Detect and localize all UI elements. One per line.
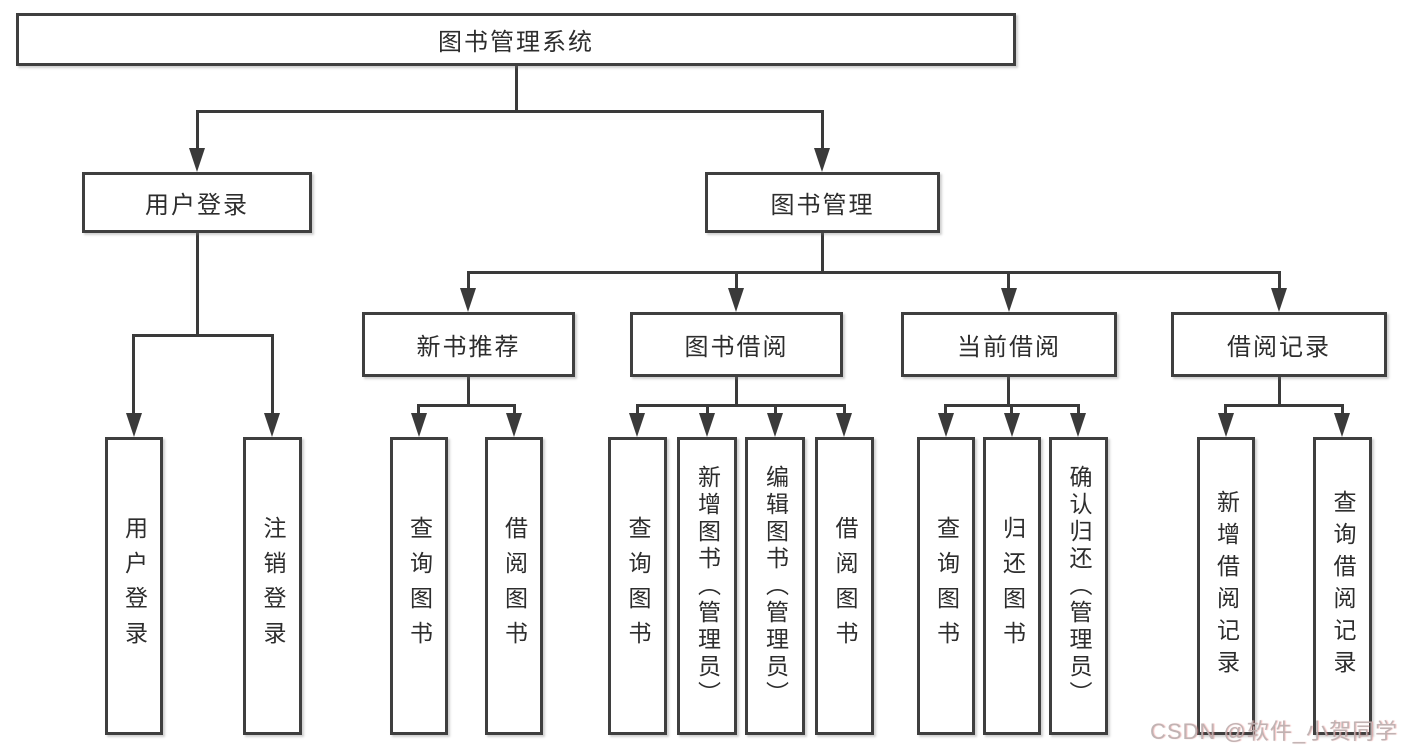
leaf-label: 查询借阅记录 — [1330, 490, 1356, 682]
leaf-query-borrow-record: 查询借阅记录 — [1313, 437, 1372, 735]
connector-line — [1341, 404, 1344, 415]
arrow-down-icon — [1334, 413, 1350, 437]
leaf-label: 用户登录 — [121, 516, 148, 656]
leaf-edit-book-admin: 编辑图书（管理员） — [745, 437, 805, 735]
connector-line — [636, 404, 846, 407]
leaf-label: 注销登录 — [260, 516, 286, 656]
connector-line — [821, 110, 824, 152]
leaf-label: 查询图书 — [406, 516, 433, 656]
leaf-label: 借阅图书 — [501, 516, 528, 656]
connector-line — [821, 233, 824, 274]
leaf-confirm-return-admin: 确认归还（管理员） — [1049, 437, 1108, 735]
connector-line — [196, 110, 824, 113]
arrow-down-icon — [1004, 413, 1020, 437]
connector-line — [735, 271, 738, 293]
leaf-logout: 注销登录 — [243, 437, 302, 735]
connector-line — [1010, 404, 1013, 415]
connector-line — [515, 66, 518, 112]
arrow-down-icon — [1271, 288, 1287, 312]
leaf-return-book: 归还图书 — [983, 437, 1041, 735]
connector-line — [843, 404, 846, 415]
leaf-label: 查询图书 — [625, 516, 651, 656]
leaf-label: 编辑图书（管理员） — [762, 464, 789, 708]
node-current-borrow: 当前借阅 — [901, 312, 1117, 377]
connector-line — [1278, 271, 1281, 293]
arrow-down-icon — [814, 148, 830, 172]
arrow-down-icon — [767, 413, 783, 437]
connector-line — [467, 377, 470, 407]
connector-line — [196, 233, 199, 336]
leaf-add-borrow-record: 新增借阅记录 — [1197, 437, 1255, 735]
leaf-add-book-admin: 新增图书（管理员） — [677, 437, 737, 735]
leaf-label: 确认归还（管理员） — [1066, 464, 1092, 708]
arrow-down-icon — [506, 413, 522, 437]
arrow-down-icon — [411, 413, 427, 437]
connector-line — [1007, 377, 1010, 407]
node-book-borrow: 图书借阅 — [630, 312, 843, 377]
node-book-management: 图书管理 — [705, 172, 940, 233]
csdn-watermark: CSDN @软件_小贺同学 — [1149, 719, 1398, 744]
arrow-down-icon — [938, 413, 954, 437]
arrow-down-icon — [460, 288, 476, 312]
connector-line — [513, 404, 516, 415]
connector-line — [735, 377, 738, 407]
node-root: 图书管理系统 — [16, 13, 1016, 66]
leaf-label: 新增借阅记录 — [1213, 490, 1240, 682]
leaf-label: 查询图书 — [933, 516, 960, 656]
connector-line — [132, 334, 135, 415]
connector-line — [706, 404, 709, 415]
connector-line — [467, 271, 470, 293]
arrow-down-icon — [728, 288, 744, 312]
leaf-label: 借阅图书 — [832, 516, 858, 656]
connector-line — [944, 404, 947, 415]
connector-line — [132, 334, 274, 337]
connector-line — [417, 404, 516, 407]
connector-line — [1224, 404, 1227, 415]
leaf-borrow-book: 借阅图书 — [815, 437, 874, 735]
arrow-down-icon — [1070, 413, 1086, 437]
node-user-login: 用户登录 — [82, 172, 312, 233]
connector-line — [774, 404, 777, 415]
connector-line — [636, 404, 639, 415]
connector-line — [196, 110, 199, 152]
arrow-down-icon — [1001, 288, 1017, 312]
arrow-down-icon — [836, 413, 852, 437]
arrow-down-icon — [1218, 413, 1234, 437]
arrow-down-icon — [264, 413, 280, 437]
leaf-user-login: 用户登录 — [105, 437, 163, 735]
arrow-down-icon — [699, 413, 715, 437]
connector-line — [417, 404, 420, 415]
connector-line — [1007, 271, 1010, 293]
node-new-book-recommend: 新书推荐 — [362, 312, 575, 377]
leaf-query-book-recommend: 查询图书 — [390, 437, 448, 735]
node-borrow-records: 借阅记录 — [1171, 312, 1387, 377]
connector-line — [1224, 404, 1344, 407]
leaf-borrow-book-recommend: 借阅图书 — [485, 437, 543, 735]
connector-line — [467, 271, 1281, 274]
leaf-label: 新增图书（管理员） — [694, 464, 721, 708]
leaf-query-book-current: 查询图书 — [917, 437, 975, 735]
arrow-down-icon — [126, 413, 142, 437]
leaf-label: 归还图书 — [999, 516, 1026, 656]
connector-line — [271, 334, 274, 415]
arrow-down-icon — [189, 148, 205, 172]
leaf-query-book-borrow: 查询图书 — [608, 437, 667, 735]
connector-line — [1077, 404, 1080, 415]
connector-line — [1278, 377, 1281, 407]
arrow-down-icon — [629, 413, 645, 437]
